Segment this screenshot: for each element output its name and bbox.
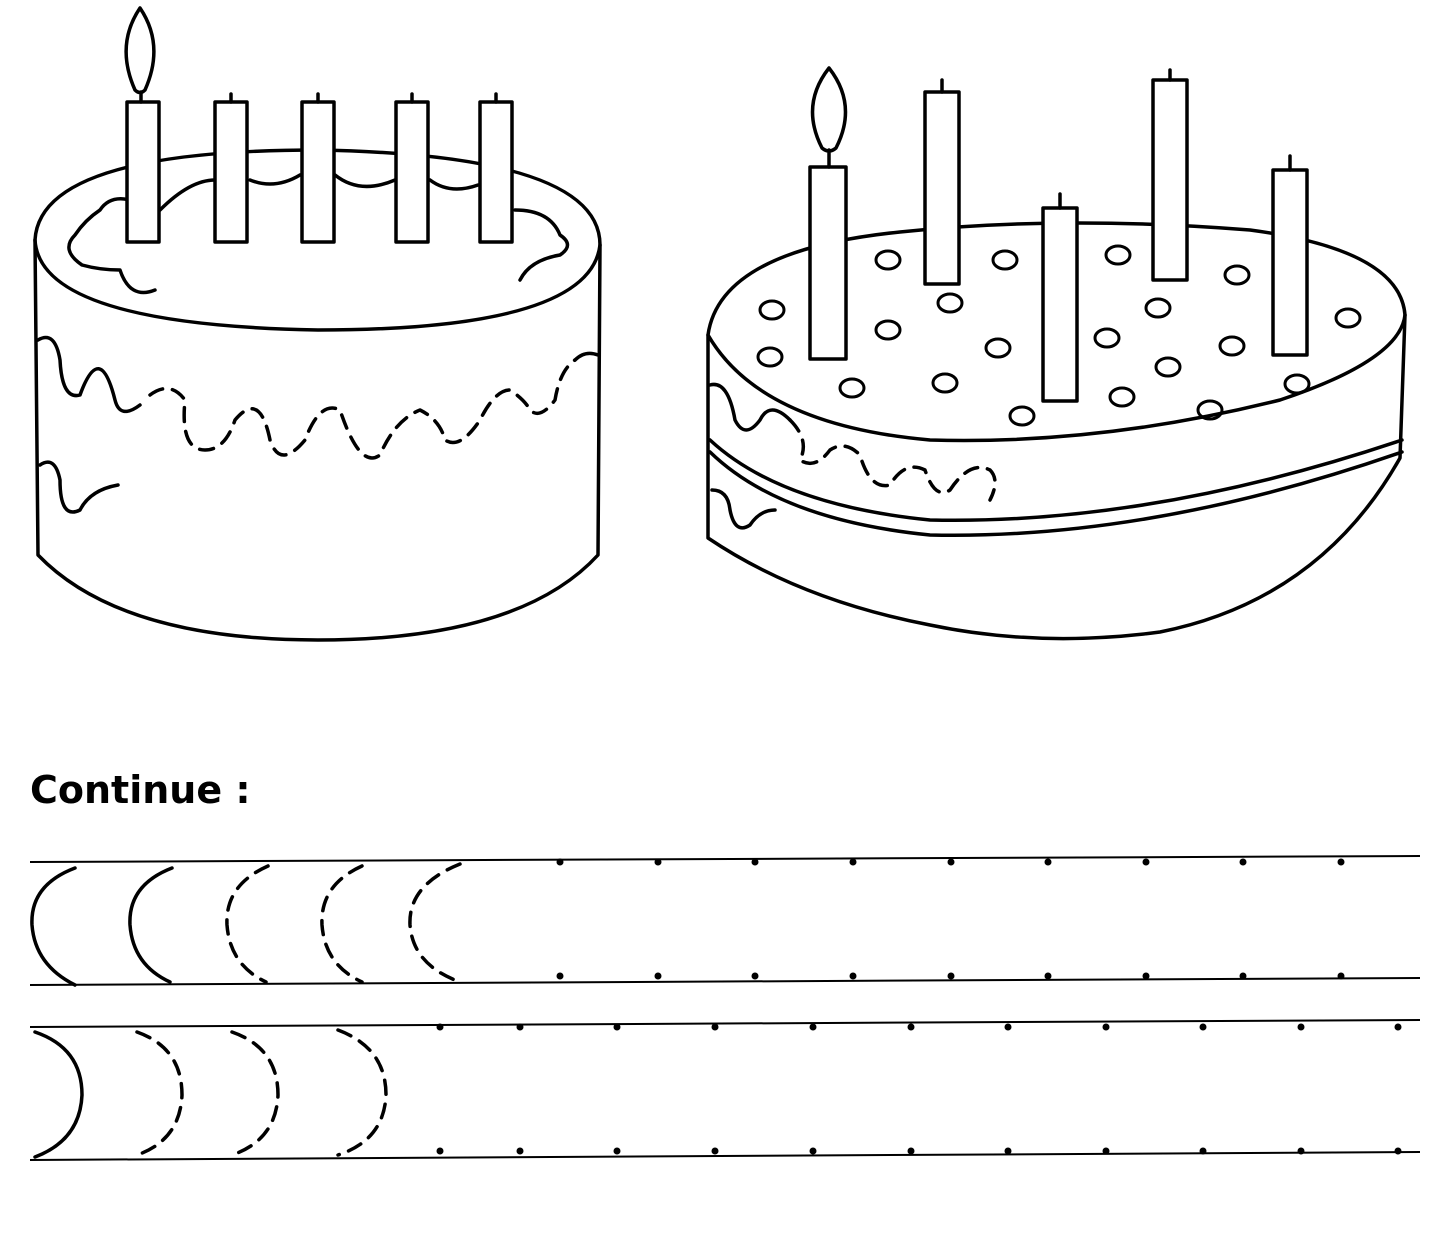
guide-dot (1337, 972, 1345, 980)
guide-dot (556, 972, 564, 980)
sprinkle (1196, 399, 1224, 421)
cake-right (706, 221, 1407, 641)
guide-dot (849, 972, 857, 980)
guide-dot (1142, 972, 1150, 980)
guide-dot (711, 1023, 719, 1031)
sprinkle (1218, 335, 1246, 357)
sprinkle (838, 377, 866, 399)
sprinkle (936, 292, 964, 314)
guide-dot (1394, 1023, 1402, 1031)
icing-side-2 (38, 460, 120, 514)
cake-left-candles (124, 6, 514, 244)
guide-dot (1394, 1147, 1402, 1155)
guide-dot (1239, 972, 1247, 980)
guide-dot (1044, 858, 1052, 866)
guide-dot (907, 1023, 915, 1031)
flame-icon (810, 66, 848, 169)
sprinkle (984, 337, 1012, 359)
guide-dot (849, 858, 857, 866)
sprinkle (1093, 327, 1121, 349)
guide-dot (1199, 1023, 1207, 1031)
sprinkle (1223, 264, 1251, 286)
sprinkle (1283, 373, 1311, 395)
guide-dot (947, 858, 955, 866)
guide-dot (1004, 1023, 1012, 1031)
cake-left (33, 148, 602, 642)
guide-dot (1199, 1147, 1207, 1155)
guide-dot (654, 858, 662, 866)
guide-dot (556, 858, 564, 866)
icing-top (67, 173, 570, 295)
guide-dot (436, 1023, 444, 1031)
sprinkle (874, 319, 902, 341)
sprinkle (874, 249, 902, 271)
tracing-row-1 (29, 855, 1421, 987)
sprinkle (758, 299, 786, 321)
guide-dot (1044, 972, 1052, 980)
guide-dot (1102, 1023, 1110, 1031)
sprinkle (991, 249, 1019, 271)
guide-dot (1102, 1147, 1110, 1155)
guide-dot (1337, 858, 1345, 866)
guide-dot (613, 1147, 621, 1155)
guide-dot (751, 972, 759, 980)
sprinkle (1144, 297, 1172, 319)
guide-dot (751, 858, 759, 866)
guide-dot (947, 972, 955, 980)
sprinkle (1334, 307, 1362, 329)
icing-side (36, 335, 142, 414)
guide-dot (809, 1023, 817, 1031)
cake-right-sprinkles (756, 244, 1362, 427)
guide-dot (1297, 1023, 1305, 1031)
sprinkle (756, 346, 784, 368)
guide-dot (1004, 1147, 1012, 1155)
sprinkle (1154, 356, 1182, 378)
guide-dot (1297, 1147, 1305, 1155)
instruction-heading: Continue : (30, 768, 251, 812)
sprinkle (931, 372, 959, 394)
guide-dot (436, 1147, 444, 1155)
guide-dot (613, 1023, 621, 1031)
sprinkle (1104, 244, 1132, 266)
guide-dot (516, 1147, 524, 1155)
guide-dot (1239, 858, 1247, 866)
guide-dot (654, 972, 662, 980)
flame-icon (124, 6, 156, 104)
tracing-row-2 (29, 1019, 1421, 1161)
sprinkle (1008, 405, 1036, 427)
guide-dot (907, 1147, 915, 1155)
guide-dot (516, 1023, 524, 1031)
cake-right-candles (808, 66, 1309, 403)
guide-dot (1142, 858, 1150, 866)
guide-dot (809, 1147, 817, 1155)
sprinkle (1108, 386, 1136, 408)
guide-dot (711, 1147, 719, 1155)
